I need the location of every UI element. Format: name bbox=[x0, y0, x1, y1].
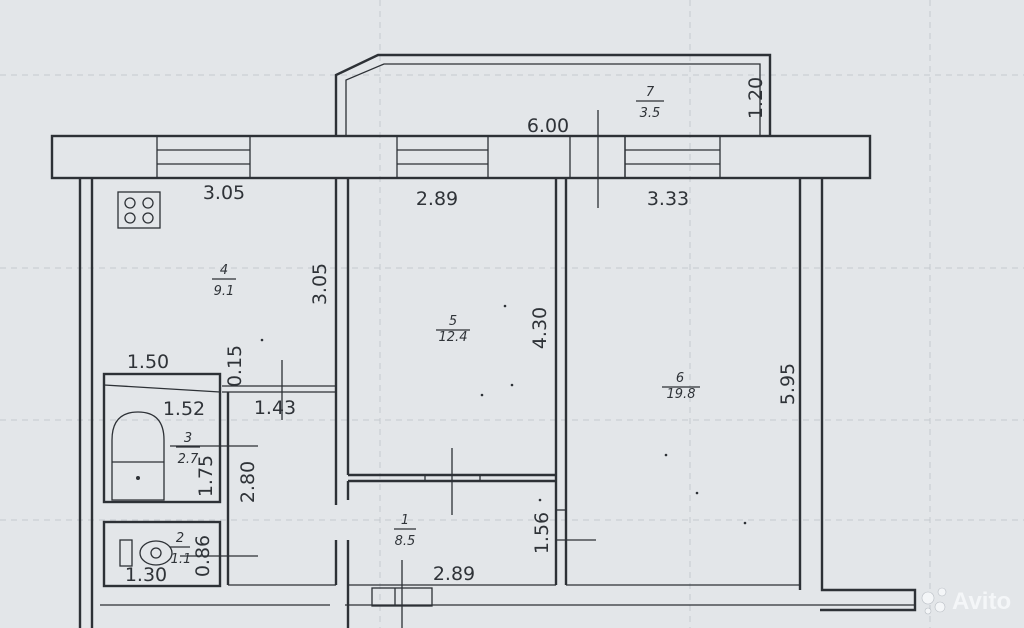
room-5-area: 12.4 bbox=[439, 330, 468, 345]
room-4-area: 9.1 bbox=[214, 284, 235, 299]
dim-room6-width: 3.33 bbox=[647, 188, 689, 210]
dim-corridor-depth: 2.80 bbox=[237, 461, 259, 503]
hall bbox=[346, 481, 596, 628]
room-5-number: 5 bbox=[449, 314, 457, 329]
room-7-number: 7 bbox=[646, 85, 655, 100]
room-6-number: 6 bbox=[676, 371, 684, 386]
balcony bbox=[334, 53, 772, 136]
dim-hall-width: 2.89 bbox=[433, 563, 475, 585]
exterior-wall-top bbox=[50, 110, 872, 208]
dim-wc-width: 1.30 bbox=[125, 564, 167, 586]
outer-walls bbox=[78, 178, 917, 628]
corridor-small bbox=[226, 392, 338, 586]
bathroom bbox=[102, 372, 258, 504]
dimension-labels: 6.00 1.20 3.05 3.05 2.89 4.30 3.33 5.95 … bbox=[125, 77, 799, 586]
toilet-icon bbox=[139, 540, 173, 566]
room-2-area: 1.1 bbox=[171, 552, 192, 567]
room-1-number: 1 bbox=[401, 513, 409, 528]
dim-kitchen-width: 3.05 bbox=[203, 182, 245, 204]
dim-wc-depth: 0.86 bbox=[192, 535, 214, 577]
avito-watermark: Avito bbox=[921, 587, 1011, 615]
avito-logo-icon bbox=[921, 587, 947, 615]
room-1-area: 8.5 bbox=[395, 534, 416, 549]
dim-balcony-depth: 1.20 bbox=[745, 77, 767, 119]
room-7-area: 3.5 bbox=[640, 106, 661, 121]
kitchen bbox=[117, 178, 350, 475]
dim-room5-depth: 4.30 bbox=[529, 307, 551, 349]
wc bbox=[102, 520, 258, 588]
room-6-area: 19.8 bbox=[667, 387, 696, 402]
dim-bath-width: 1.50 bbox=[127, 351, 169, 373]
room-5 bbox=[348, 178, 568, 585]
room-3-number: 3 bbox=[184, 431, 192, 446]
dim-hall-depth: 1.56 bbox=[531, 512, 553, 554]
dim-balcony-length: 6.00 bbox=[527, 115, 569, 137]
dim-room5-width: 2.89 bbox=[416, 188, 458, 210]
room-labels: 1 8.5 2 1.1 3 2.7 4 9.1 5 12.4 6 19.8 7 … bbox=[170, 85, 700, 567]
dim-corridor-width: 1.43 bbox=[254, 397, 296, 419]
dim-bath-depth: 1.75 bbox=[195, 455, 217, 497]
dim-kitchen-depth: 3.05 bbox=[309, 263, 331, 305]
avito-watermark-text: Avito bbox=[952, 588, 1011, 615]
room-2-number: 2 bbox=[176, 531, 184, 546]
dim-room6-depth: 5.95 bbox=[777, 363, 799, 405]
toilet-tank-icon bbox=[119, 539, 133, 567]
speckles bbox=[260, 304, 747, 525]
bathtub-icon bbox=[111, 411, 165, 501]
room-3-area: 2.7 bbox=[178, 452, 199, 467]
dim-bath-inner: 1.52 bbox=[163, 398, 205, 420]
stove-icon bbox=[117, 191, 161, 229]
dim-bath-gap: 0.15 bbox=[224, 345, 246, 387]
room-4-number: 4 bbox=[220, 263, 228, 278]
